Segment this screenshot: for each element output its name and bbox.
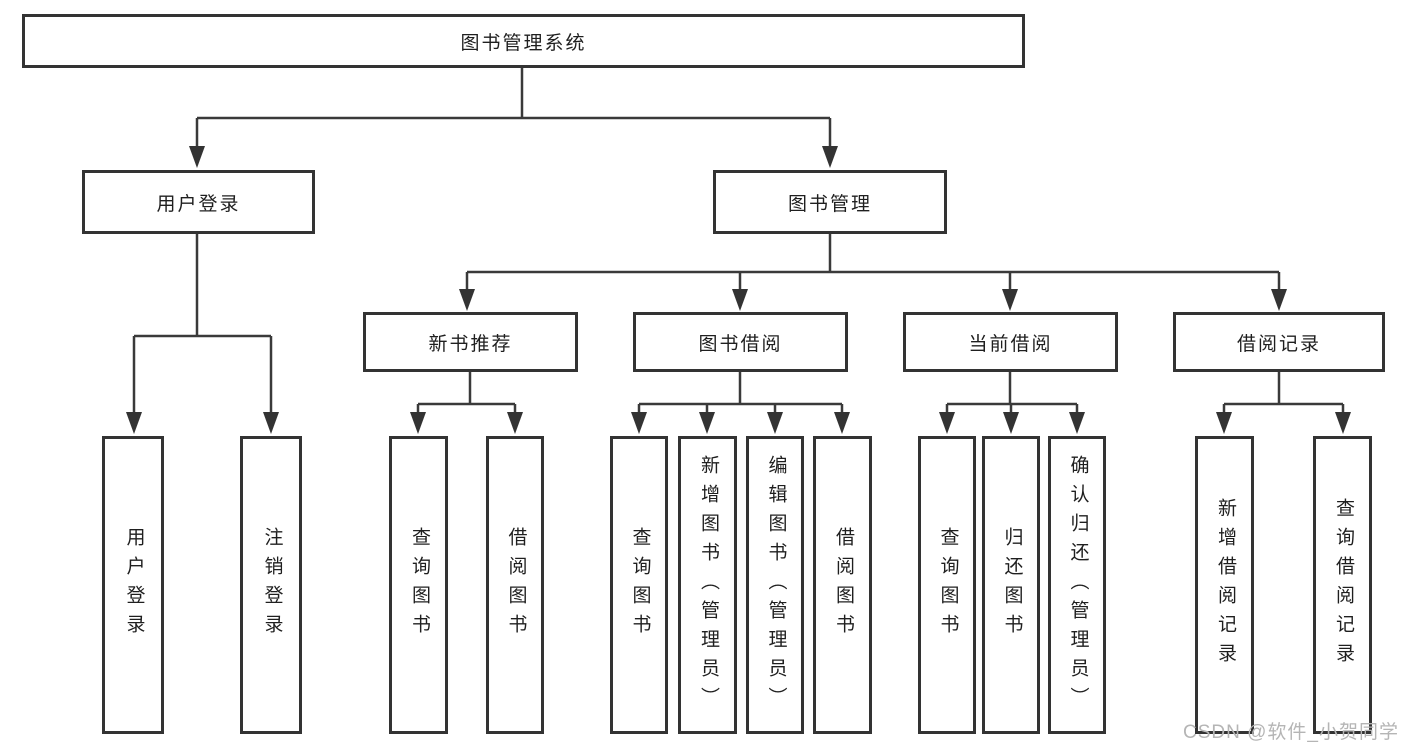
node-library-system-label: 图书管理系统 [460,32,587,54]
leaf-add-books-admin-label: 新增图书（管理员） [697,454,719,716]
node-current-borrowing-label: 当前借阅 [968,333,1053,355]
leaf-return-books: 归还图书 [982,436,1040,734]
node-borrowing-records: 借阅记录 [1173,312,1385,372]
leaf-logout-label: 注销登录 [261,527,283,643]
node-new-book-recommendation-label: 新书推荐 [428,333,513,355]
leaf-borrow-books: 借阅图书 [813,436,872,734]
node-current-borrowing: 当前借阅 [903,312,1118,372]
leaf-query-borrow-record-label: 查询借阅记录 [1332,498,1354,672]
leaf-return-books-label: 归还图书 [1001,527,1023,643]
leaf-add-books-admin: 新增图书（管理员） [678,436,737,734]
node-library-system: 图书管理系统 [22,14,1025,68]
leaf-add-borrow-record: 新增借阅记录 [1195,436,1254,734]
leaf-borrow-books-label: 借阅图书 [832,527,854,643]
leaf-query-books-borrowing-label: 查询图书 [629,527,651,643]
leaf-logout: 注销登录 [240,436,302,734]
csdn-watermark: CSDN @软件_小贺同学 [1183,722,1399,743]
node-book-borrowing-label: 图书借阅 [698,333,783,355]
leaf-borrow-books-recommend-label: 借阅图书 [505,527,527,643]
leaf-borrow-books-recommend: 借阅图书 [486,436,544,734]
leaf-query-books-current-label: 查询图书 [937,527,959,643]
leaf-add-borrow-record-label: 新增借阅记录 [1214,498,1236,672]
leaf-confirm-return-admin-label: 确认归还（管理员） [1067,454,1089,716]
node-user-login-label: 用户登录 [156,193,241,215]
leaf-query-books-recommend: 查询图书 [389,436,448,734]
leaf-query-books-borrowing: 查询图书 [610,436,668,734]
node-new-book-recommendation: 新书推荐 [363,312,578,372]
leaf-user-login-label: 用户登录 [123,527,145,643]
leaf-query-books-current: 查询图书 [918,436,976,734]
node-borrowing-records-label: 借阅记录 [1236,333,1321,355]
leaf-query-borrow-record: 查询借阅记录 [1313,436,1372,734]
node-user-login: 用户登录 [82,170,315,234]
leaf-user-login: 用户登录 [102,436,164,734]
leaf-edit-books-admin-label: 编辑图书（管理员） [765,454,787,716]
node-book-management: 图书管理 [713,170,947,234]
leaf-confirm-return-admin: 确认归还（管理员） [1048,436,1106,734]
leaf-query-books-recommend-label: 查询图书 [408,527,430,643]
node-book-management-label: 图书管理 [787,193,872,215]
node-book-borrowing: 图书借阅 [633,312,848,372]
leaf-edit-books-admin: 编辑图书（管理员） [746,436,804,734]
